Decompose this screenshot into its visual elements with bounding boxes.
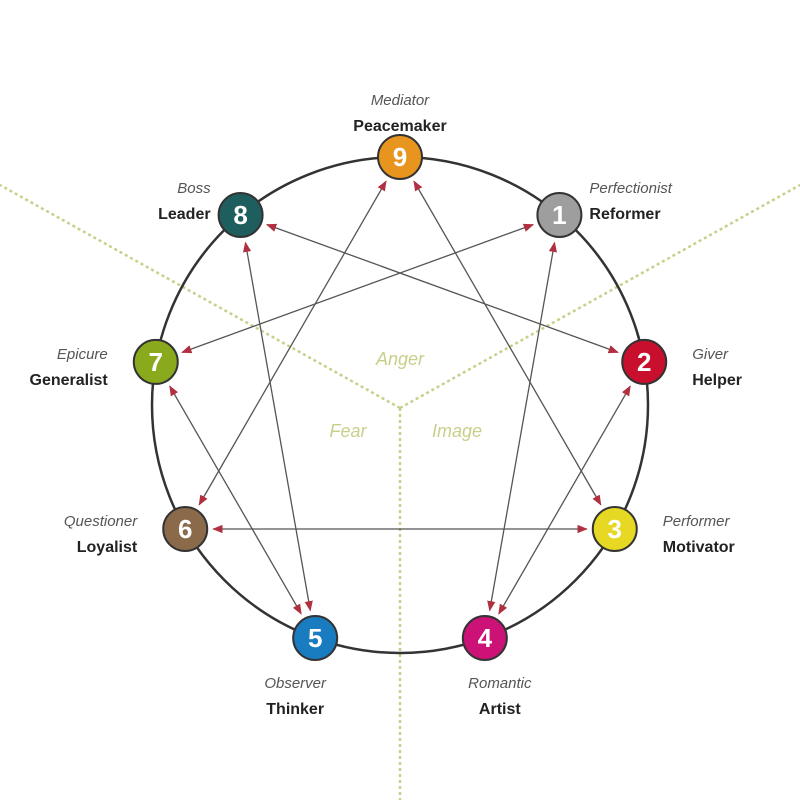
type-7-node [132, 338, 179, 385]
type-5-role: Observer [264, 675, 327, 692]
connection-2-4 [498, 385, 631, 615]
type-6-number: 6 [178, 514, 192, 544]
type-4-number: 4 [478, 623, 493, 653]
center-dividers [0, 183, 800, 800]
type-3-name: Motivator [663, 539, 735, 556]
connection-6-9 [198, 180, 387, 506]
type-8-name: Leader [158, 206, 210, 223]
type-2-name: Helper [692, 372, 742, 389]
connection-1-7 [181, 223, 535, 354]
type-6-node [162, 506, 209, 552]
center-label-image: Image [432, 421, 482, 441]
type-7-number: 7 [149, 347, 163, 377]
connection-3-9 [413, 180, 602, 506]
type-8-node [217, 192, 264, 239]
type-2-role: Giver [692, 346, 729, 363]
type-2-node [621, 338, 668, 385]
type-1-node [536, 192, 583, 239]
type-9-number: 9 [393, 142, 407, 172]
type-7-name: Generalist [30, 372, 109, 389]
type-3-role: Performer [663, 513, 731, 530]
type-6-role: Questioner [64, 513, 138, 530]
type-9-role: Mediator [371, 92, 430, 109]
type-1-number: 1 [552, 200, 566, 230]
type-2-number: 2 [637, 347, 651, 377]
type-6-name: Loyalist [77, 539, 138, 556]
type-1-name: Reformer [589, 206, 660, 223]
center-label-fear: Fear [329, 421, 367, 441]
type-8-role: Boss [177, 180, 211, 197]
connection-2-8 [265, 223, 619, 354]
connection-1-4 [487, 241, 558, 612]
center-label-anger: Anger [375, 349, 425, 369]
type-4-node [461, 615, 508, 662]
type-9-node [377, 134, 423, 180]
type-3-node [591, 506, 638, 552]
type-5-node [292, 615, 339, 662]
type-3-number: 3 [608, 514, 622, 544]
type-9-name: Peacemaker [353, 118, 446, 135]
type-5-name: Thinker [266, 701, 324, 718]
type-4-name: Artist [479, 701, 521, 718]
connection-5-7 [169, 385, 302, 615]
connection-5-8 [242, 241, 313, 612]
type-1-role: Perfectionist [589, 180, 672, 197]
type-8-number: 8 [233, 200, 247, 230]
type-7-role: Epicure [57, 346, 108, 363]
type-4-role: Romantic [468, 675, 532, 692]
type-5-number: 5 [308, 623, 322, 653]
